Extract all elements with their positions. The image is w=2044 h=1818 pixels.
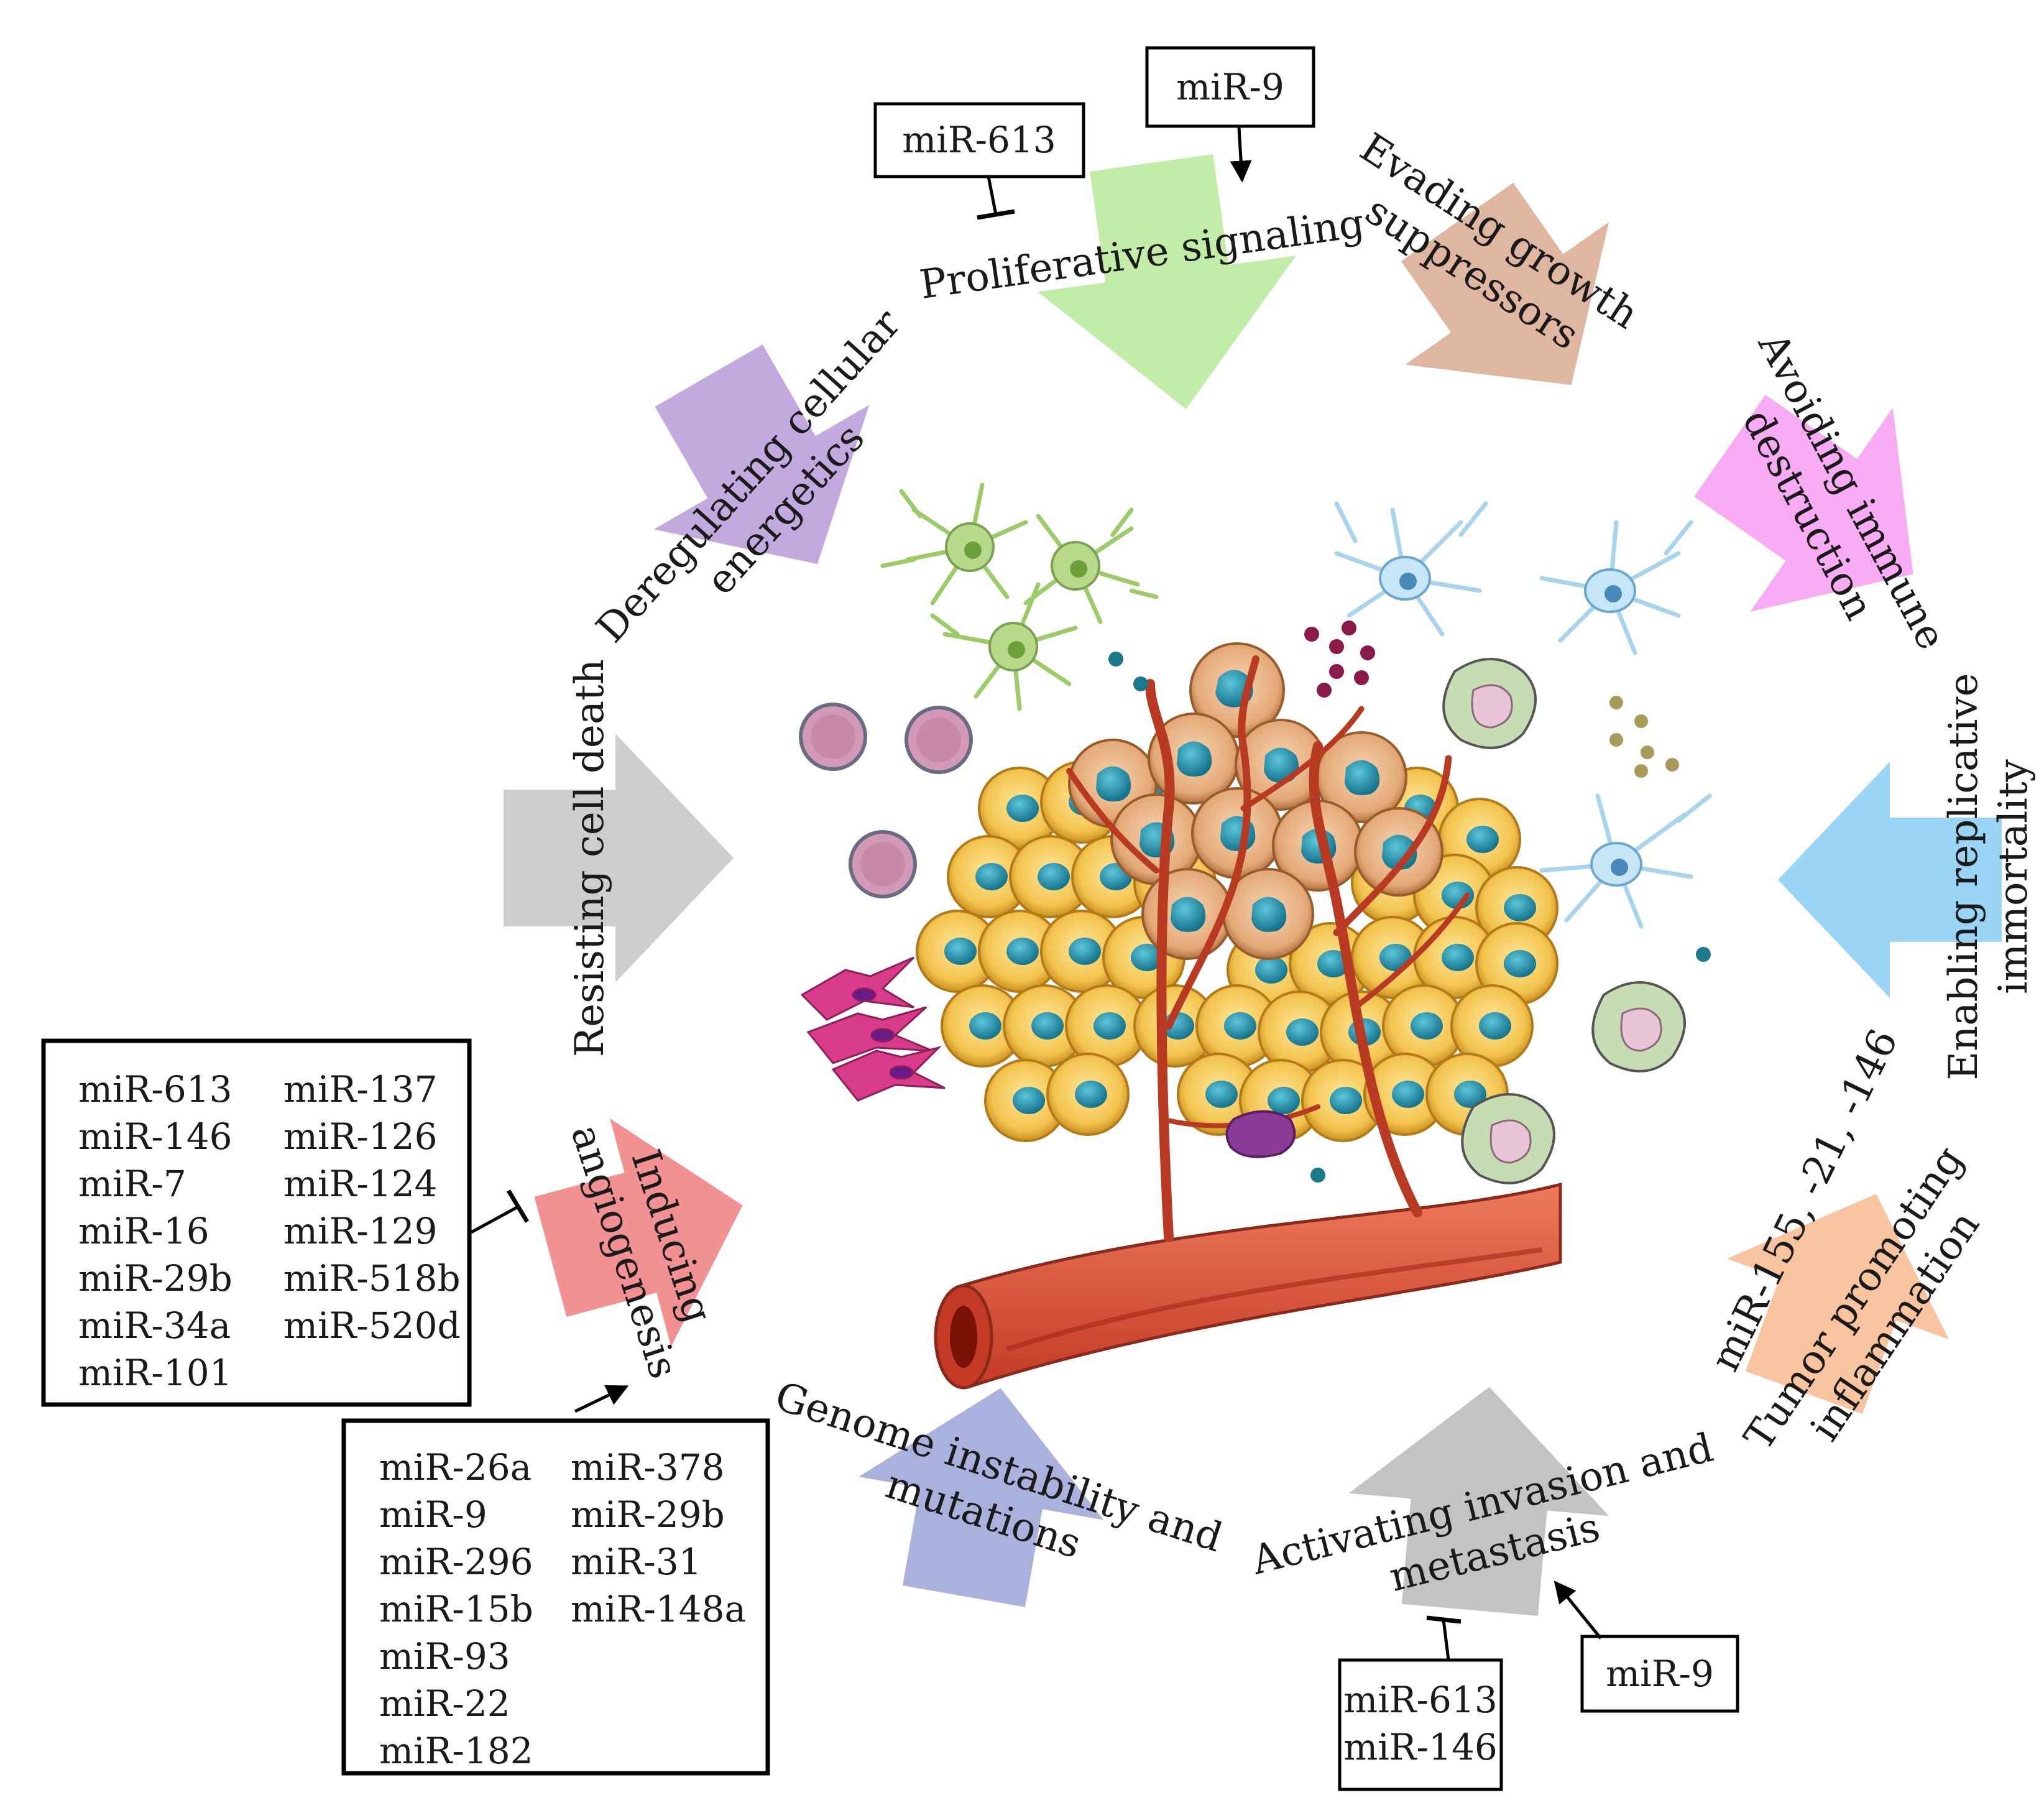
angio-promoter-2-2: miR-29b — [571, 1493, 725, 1536]
mir9-prolif-label: miR-9 — [1176, 66, 1284, 108]
mir9-prolif-box — [1145, 46, 1315, 128]
genome-instability-arrow — [859, 1388, 1104, 1607]
vessel-branches — [1066, 655, 1470, 1242]
label-replicative-immortality-2: immortality — [1991, 759, 2037, 994]
angio-inhibitor-1-6: miR-34a — [78, 1304, 231, 1347]
proliferating-cells — [1068, 642, 1443, 960]
angio-inhibitor-1-1: miR-613 — [78, 1068, 232, 1110]
angio-inhibit-bar — [506, 1189, 530, 1223]
angio-inhibitor-1-2: miR-146 — [78, 1115, 232, 1158]
invasion-inhibit-line — [1442, 1619, 1450, 1661]
mir9-prolif-arrow — [1230, 127, 1252, 183]
hallmark-arrows — [504, 154, 2002, 1616]
inducing-angiogenesis-arrow — [534, 1119, 743, 1347]
invasion-inhibitor-1: miR-613 — [1343, 1679, 1498, 1721]
fibroblasts — [800, 956, 946, 1102]
angio-promoter-col1: miR-26a miR-9 miR-296 miR-15b miR-93 miR… — [379, 1446, 533, 1772]
macrophages — [1442, 658, 1686, 1184]
round-immune-cells — [799, 703, 973, 898]
invasion-inhibitor-2: miR-146 — [1343, 1726, 1498, 1768]
angio-inhibitor-2-4: miR-129 — [283, 1210, 438, 1252]
angio-promoter-box — [341, 1418, 770, 1776]
angio-inhibitor-1-3: miR-7 — [78, 1163, 186, 1205]
angio-inhibitor-2-2: miR-126 — [283, 1115, 438, 1158]
angio-promoter-1-2: miR-9 — [379, 1493, 487, 1536]
mir613-prolif-box — [873, 102, 1085, 178]
angio-promoter-1-6: miR-22 — [379, 1682, 510, 1725]
angio-inhibitor-box — [41, 1038, 472, 1407]
angio-inhibitor-col1: miR-613 miR-146 miR-7 miR-16 miR-29b miR… — [78, 1068, 232, 1394]
angio-promoter-col2: miR-378 miR-29b miR-31 miR-148a — [571, 1446, 746, 1630]
enabling-replicative-immortality-arrow — [1778, 762, 2002, 998]
angio-promoter-2-3: miR-31 — [571, 1541, 702, 1583]
avoiding-immune-destruction-arrow — [1694, 394, 1913, 612]
mir613-prolif-label: miR-613 — [902, 119, 1056, 161]
angio-promoter-1-4: miR-15b — [379, 1588, 533, 1630]
angio-inhibitor-1-7: miR-101 — [78, 1352, 232, 1394]
label-replicative-immortality-1: Enabling replicative — [1941, 673, 1987, 1080]
tumor-illustration — [799, 482, 1712, 1390]
angio-inhibitor-2-6: miR-520d — [283, 1304, 461, 1347]
activating-invasion-arrow — [1348, 1387, 1609, 1616]
tumor-promoting-inflammation-arrow — [1727, 1194, 1950, 1414]
angio-promoter-1-5: miR-93 — [379, 1635, 510, 1677]
mir613-prolif-inhibit-line — [987, 176, 998, 215]
invasion-promoter-box — [1580, 1635, 1739, 1713]
blood-vessel — [934, 1182, 1562, 1390]
evading-growth-suppressors-arrow — [1401, 183, 1609, 385]
cytokine-particles — [1108, 621, 1711, 1183]
purple-cell — [1225, 1110, 1296, 1158]
angio-inhibitor-2-5: miR-518b — [283, 1257, 461, 1299]
angio-promoter-1-3: miR-296 — [379, 1541, 533, 1583]
invasion-promoter-label: miR-9 — [1606, 1653, 1714, 1695]
resisting-cell-death-arrow — [504, 734, 734, 982]
angio-promoter-1-7: miR-182 — [379, 1730, 533, 1772]
angio-inhibitor-col2: miR-137 miR-126 miR-124 miR-129 miR-518b… — [283, 1068, 461, 1347]
deregulating-energetics-arrow — [653, 344, 870, 565]
mir613-prolif-inhibit-bar — [977, 209, 1015, 220]
invasion-inhibitor-box — [1338, 1658, 1503, 1791]
angio-inhibitor-2-3: miR-124 — [283, 1163, 438, 1205]
angio-inhibitor-1-5: miR-29b — [78, 1257, 232, 1299]
angio-promoter-2-1: miR-378 — [571, 1446, 725, 1488]
angio-inhibitor-1-4: miR-16 — [78, 1210, 209, 1252]
angio-promoter-2-4: miR-148a — [571, 1588, 746, 1630]
proliferative-signaling-arrow — [1038, 154, 1297, 410]
green-dendritic-cells — [880, 482, 1159, 711]
angio-promote-arrow — [574, 1385, 629, 1413]
angio-inhibitor-2-1: miR-137 — [283, 1068, 438, 1110]
invasion-inhibit-bar — [1426, 1615, 1462, 1624]
angio-inhibit-line — [470, 1204, 520, 1234]
invasion-promote-arrow — [1554, 1580, 1602, 1640]
angio-promoter-1-1: miR-26a — [379, 1446, 532, 1488]
blue-dendritic-cells — [1334, 501, 1712, 929]
label-resisting-cell-death: Resisting cell death — [567, 659, 613, 1057]
